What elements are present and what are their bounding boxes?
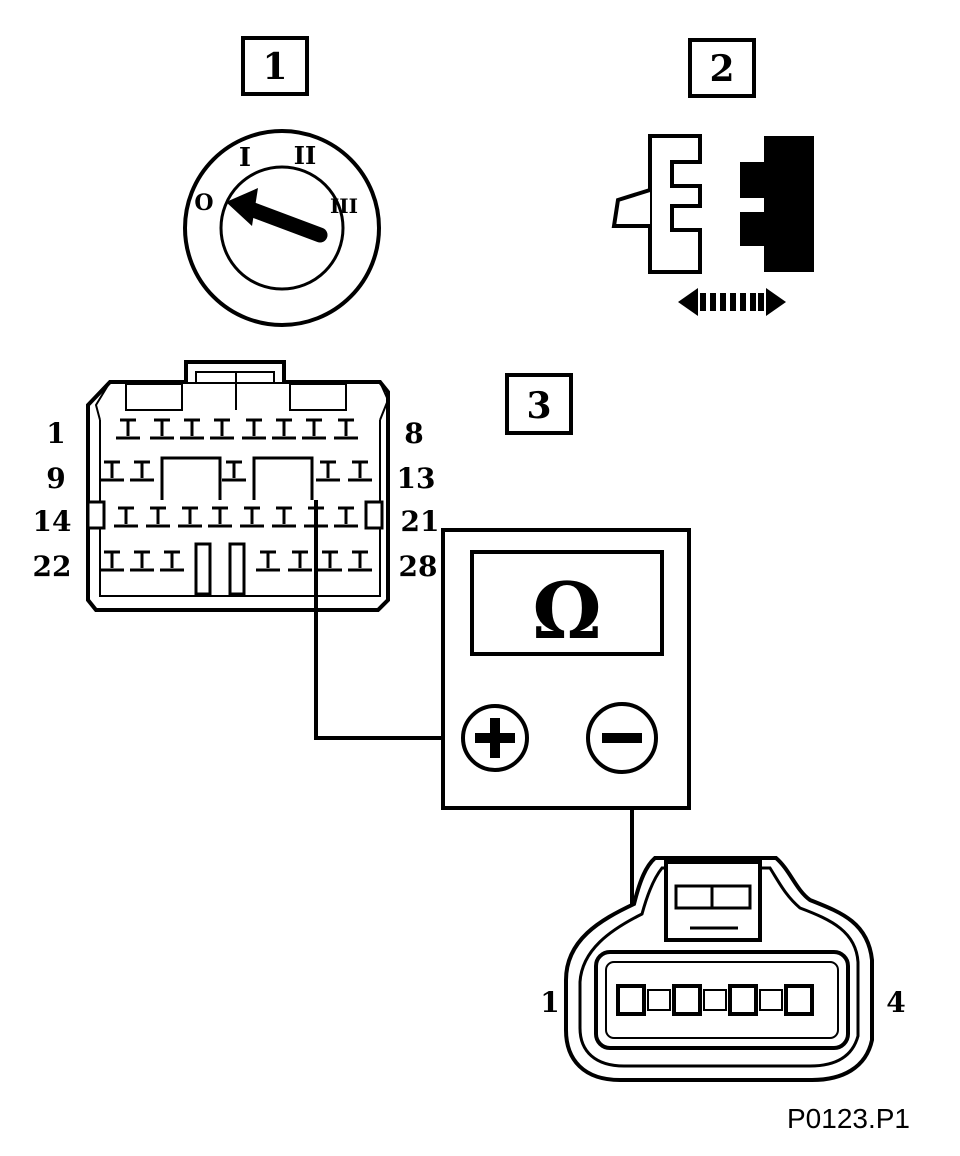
sensor-pin-3: [728, 984, 758, 1016]
figure-code: P0123.P1: [787, 1103, 910, 1134]
positive-probe-wire: [314, 500, 466, 740]
connector-disconnect: [611, 134, 814, 316]
step-label-2: 2: [688, 38, 756, 98]
pin-label-21: 21: [401, 505, 440, 538]
svg-text:2: 2: [709, 48, 734, 90]
pin-row-4: [100, 550, 372, 572]
position-2-mark: II: [294, 141, 316, 170]
step-label-1: 1: [241, 36, 309, 96]
sensor-pin-label-1: 1: [540, 986, 559, 1019]
sensor-pin-label-4: 4: [886, 986, 905, 1019]
position-off-mark: O: [194, 190, 213, 216]
positive-terminal: [461, 704, 529, 772]
pin-row-3: [114, 506, 358, 528]
negative-terminal: [586, 702, 658, 774]
sensor-pin-2: [672, 984, 702, 1016]
position-1-mark: I: [239, 143, 251, 173]
pin-label-9: 9: [46, 462, 65, 495]
key-arrow-icon: [226, 188, 328, 243]
ignition-switch: O I II III: [183, 129, 381, 327]
position-3-mark: III: [330, 194, 358, 218]
pin-row-2: [100, 460, 372, 482]
svg-text:3: 3: [526, 385, 551, 427]
pin-label-1: 1: [46, 417, 65, 450]
pin-label-28: 28: [399, 550, 438, 583]
pin-row-1: [116, 418, 358, 440]
double-arrow-icon: [678, 288, 786, 316]
ecu-connector-28pin: 1 9 14 22 8 13 21 28: [33, 360, 440, 612]
ohm-symbol: Ω: [532, 566, 601, 657]
sensor-pin-4: [784, 984, 814, 1016]
pin-label-22: 22: [33, 550, 72, 583]
sensor-connector-4pin: 1 4: [540, 856, 906, 1082]
multimeter: Ω: [441, 528, 691, 810]
pin-label-8: 8: [404, 417, 423, 450]
svg-text:1: 1: [262, 46, 287, 88]
pin-label-14: 14: [33, 505, 72, 538]
sensor-pin-1: [616, 984, 646, 1016]
pin-label-13: 13: [397, 462, 436, 495]
step-label-3: 3: [505, 373, 573, 435]
